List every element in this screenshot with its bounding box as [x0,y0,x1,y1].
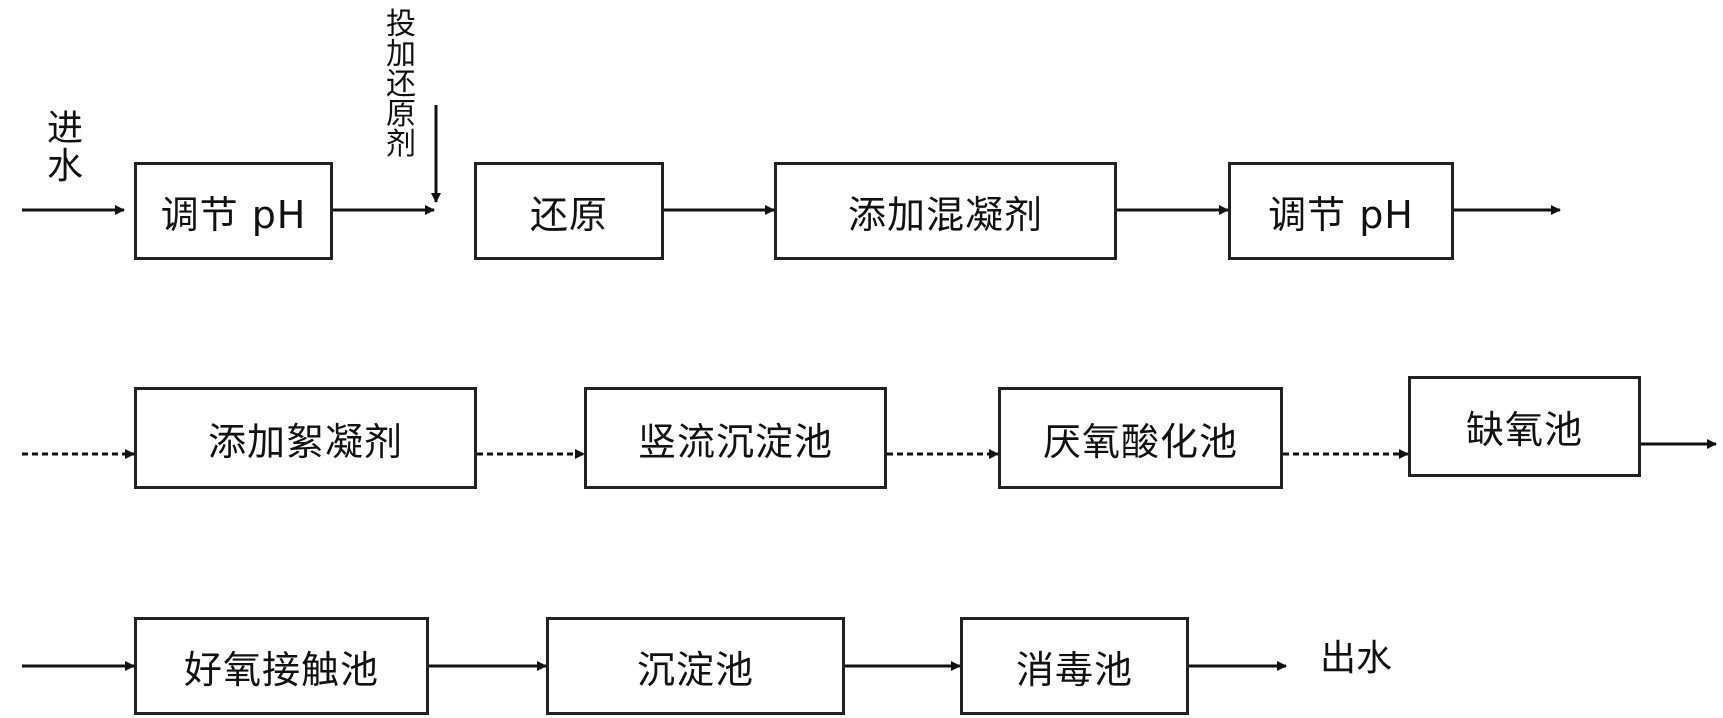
process-step-settling-tank: 沉淀池 [546,617,845,715]
process-step-vertical-settling-tank: 竖流沉淀池 [584,387,887,489]
process-step-disinfection-tank: 消毒池 [960,617,1189,715]
process-step-anaerobic-acidification-tank: 厌氧酸化池 [998,387,1283,489]
process-step-anoxic-tank: 缺氧池 [1408,376,1641,477]
process-step-ph-adjust-2: 调节 pH [1228,162,1454,260]
reductant-dose-label: 投加还原剂 [386,7,416,162]
inlet-label: 进水 [47,108,84,187]
outlet-label: 出水 [1320,638,1393,679]
process-step-add-coagulant: 添加混凝剂 [774,162,1117,260]
process-step-add-flocculant: 添加絮凝剂 [134,387,477,489]
process-step-reduction: 还原 [474,162,664,260]
process-step-aerobic-contact-tank: 好氧接触池 [134,617,429,715]
process-step-ph-adjust-1: 调节 pH [134,162,333,260]
